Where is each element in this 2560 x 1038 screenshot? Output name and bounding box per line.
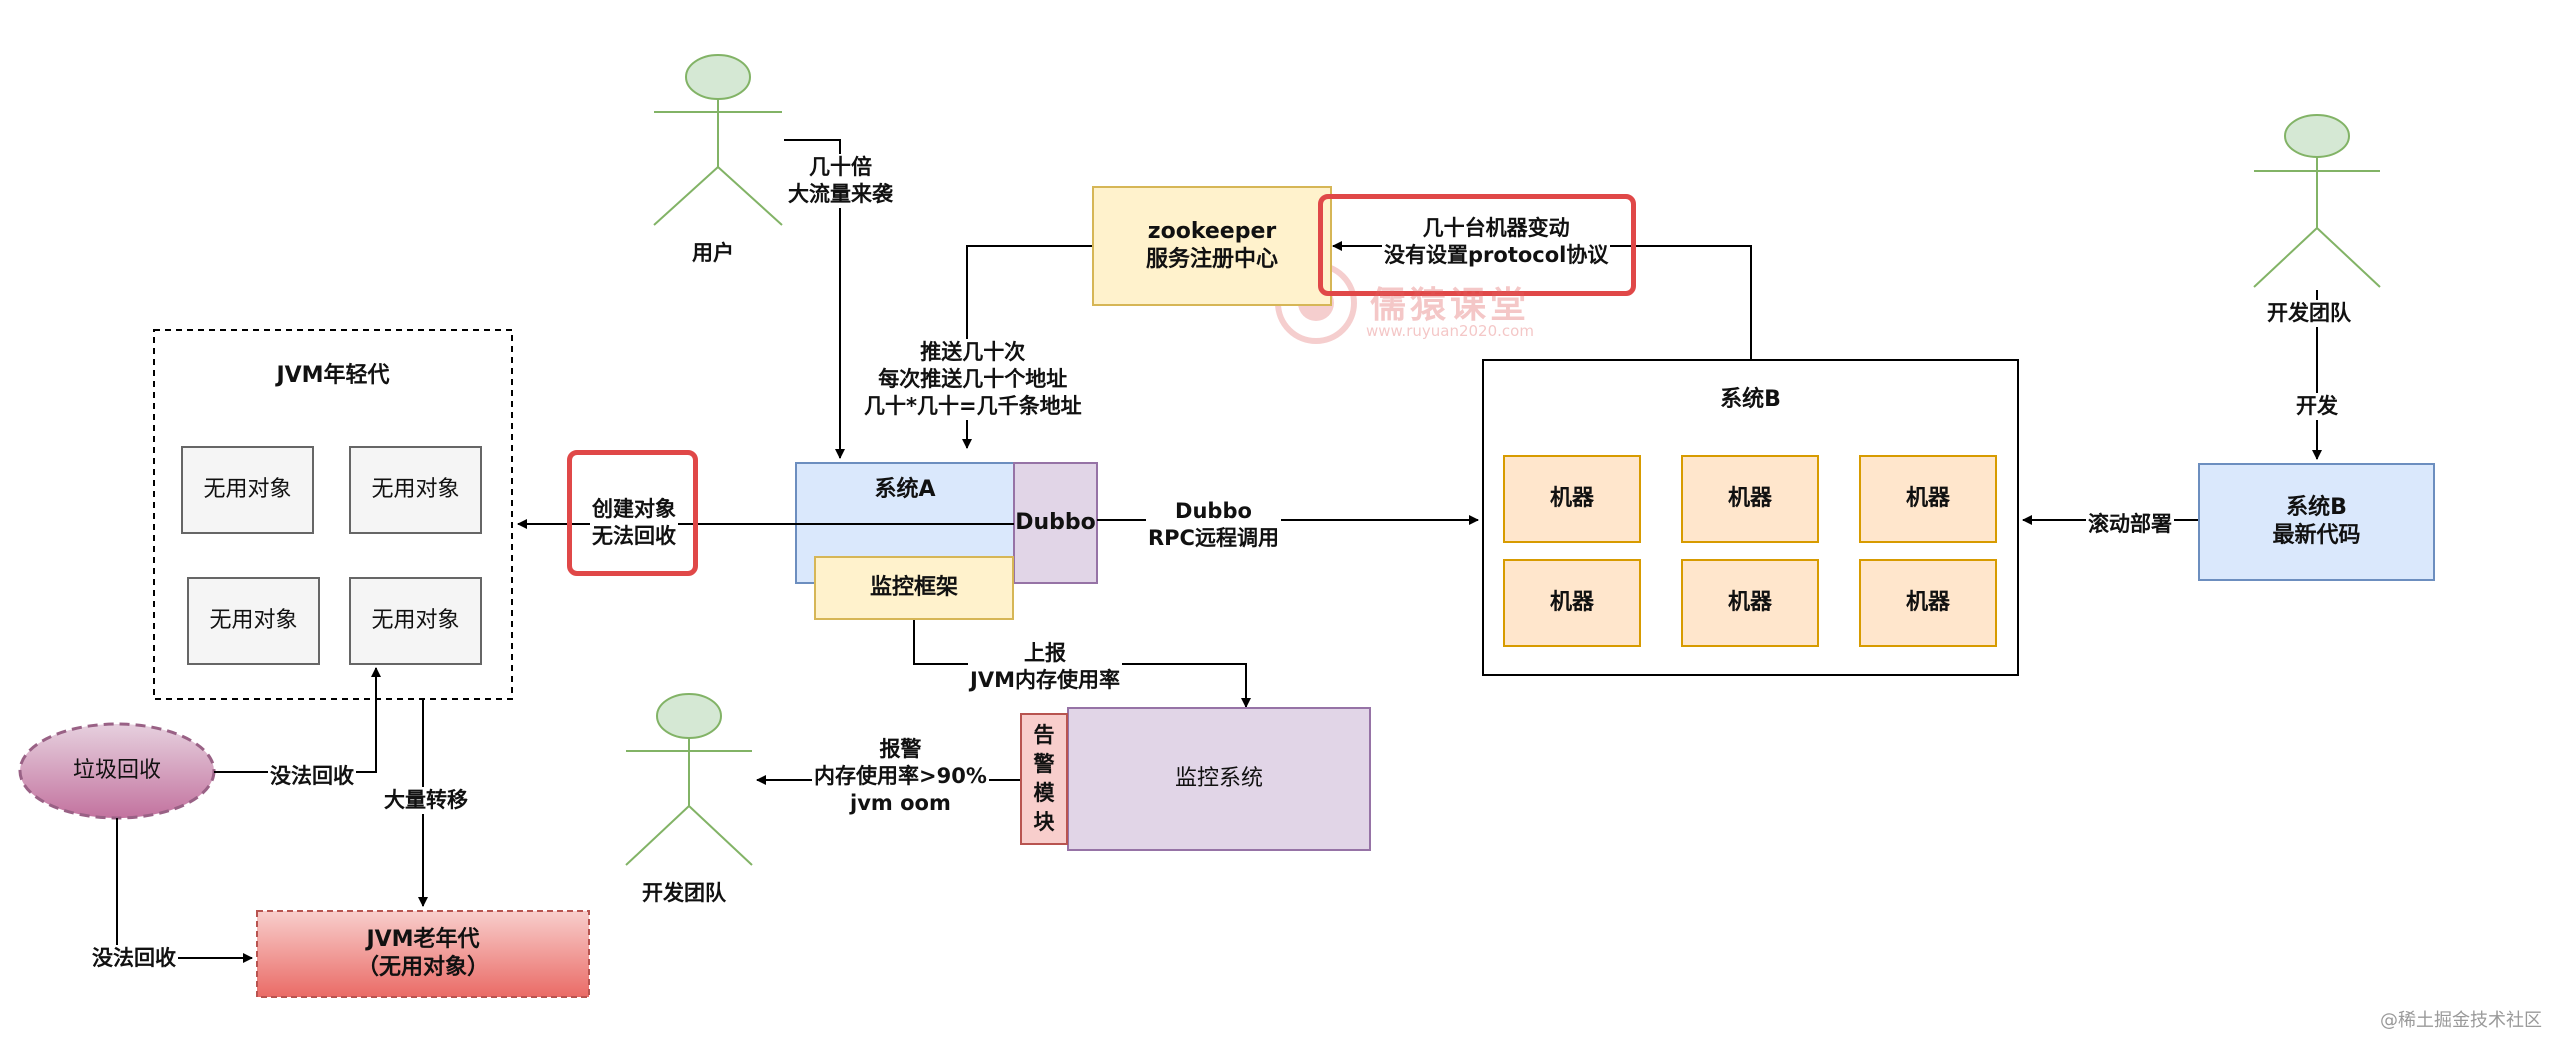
- dev-team-right-label: 开发团队: [2265, 300, 2353, 327]
- machine-1: 机器: [1503, 455, 1641, 543]
- young-object-2: 无用对象: [349, 446, 482, 534]
- machine-change-label: 几十台机器变动 没有设置protocol协议: [1382, 215, 1611, 269]
- traffic-line2: 大流量来袭: [788, 182, 893, 206]
- alert-module-char-2: 警: [1033, 752, 1055, 776]
- alert-module-char-3: 模: [1033, 781, 1055, 805]
- jvm-old-generation: JVM老年代 （无用对象）: [257, 911, 589, 997]
- system-b-title: 系统B: [1720, 387, 1781, 412]
- source-credit: @稀土掘金技术社区: [2380, 1010, 2542, 1031]
- rpc-line2: RPC远程调用: [1148, 526, 1279, 550]
- dev-team-bottom-label: 开发团队: [640, 880, 728, 907]
- user-actor-label: 用户: [690, 240, 736, 267]
- zookeeper-line1: zookeeper: [1147, 219, 1277, 244]
- rpc-line1: Dubbo: [1175, 499, 1252, 523]
- machine-change-highlight: [1318, 194, 1636, 296]
- user-actor-figure: [653, 54, 783, 226]
- machine-6: 机器: [1859, 559, 1997, 647]
- machine-2: 机器: [1681, 455, 1819, 543]
- develop-label: 开发: [2294, 393, 2340, 420]
- watermark-url: www.ruyuan2020.com: [1366, 322, 1534, 340]
- machine-3: 机器: [1859, 455, 1997, 543]
- monitor-system: 监控系统: [1067, 707, 1371, 851]
- young-object-4: 无用对象: [349, 577, 482, 665]
- alert-module-char-1: 告: [1033, 723, 1055, 747]
- system-b-new-code: 系统B 最新代码: [2198, 463, 2435, 581]
- garbage-collection: 垃圾回收: [72, 758, 161, 783]
- cannot-gc-label-1: 没法回收: [268, 763, 356, 790]
- machine-4: 机器: [1503, 559, 1641, 647]
- monitor-framework: 监控框架: [814, 556, 1014, 620]
- push-line3: 几十*几十=几千条地址: [864, 394, 1082, 418]
- young-object-3: 无用对象: [187, 577, 320, 665]
- alert-module-char-4: 块: [1033, 810, 1055, 834]
- system-b-new-line2: 最新代码: [2272, 523, 2361, 548]
- report-line2: JVM内存使用率: [970, 668, 1120, 692]
- create-object-line2: 无法回收: [592, 524, 676, 548]
- create-object-line1: 创建对象: [592, 497, 676, 521]
- jvm-old-line1: JVM老年代: [366, 927, 480, 952]
- alarm-line2: 内存使用率>90%: [814, 764, 987, 788]
- dubbo-component: Dubbo: [1015, 510, 1096, 535]
- zookeeper-registry: zookeeper 服务注册中心: [1092, 186, 1332, 306]
- push-line1: 推送几十次: [920, 340, 1026, 364]
- cannot-gc-label-2: 没法回收: [90, 945, 178, 972]
- alarm-line1: 报警: [879, 737, 922, 761]
- machine-change-line1: 几十台机器变动: [1422, 216, 1570, 240]
- report-label: 上报 JVM内存使用率: [968, 640, 1122, 694]
- system-b-new-line1: 系统B: [2286, 495, 2347, 520]
- report-line1: 上报: [1023, 641, 1066, 665]
- dev-team-right-actor-figure: [2253, 114, 2381, 288]
- traffic-line1: 几十倍: [809, 155, 872, 179]
- rolling-deploy-label: 滚动部署: [2086, 511, 2174, 538]
- push-label: 推送几十次 每次推送几十个地址 几十*几十=几千条地址: [862, 339, 1084, 420]
- jvm-young-title: JVM年轻代: [276, 363, 390, 388]
- create-object-highlight: [567, 450, 698, 576]
- push-line2: 每次推送几十个地址: [878, 367, 1068, 391]
- machine-5: 机器: [1681, 559, 1819, 647]
- machine-change-line2: 没有设置protocol协议: [1384, 243, 1609, 267]
- jvm-old-box-shape: [256, 910, 590, 998]
- alert-module: 告 警 模 块: [1020, 713, 1068, 845]
- zookeeper-line2: 服务注册中心: [1145, 247, 1278, 272]
- create-object-label: 创建对象 无法回收: [590, 496, 678, 550]
- traffic-label: 几十倍 大流量来袭: [786, 154, 895, 208]
- system-a-title: 系统A: [874, 477, 936, 502]
- dev-team-bottom-actor-figure: [625, 693, 753, 866]
- young-object-1: 无用对象: [181, 446, 314, 534]
- watermark-brand: 儒猿课堂: [1370, 285, 1531, 326]
- jvm-young-container: [153, 329, 513, 700]
- rpc-label: Dubbo RPC远程调用: [1146, 498, 1281, 552]
- alarm-line3: jvm oom: [850, 791, 951, 815]
- mass-transfer-label: 大量转移: [382, 787, 470, 814]
- alarm-label: 报警 内存使用率>90% jvm oom: [812, 736, 989, 817]
- jvm-old-line2: （无用对象）: [356, 955, 489, 980]
